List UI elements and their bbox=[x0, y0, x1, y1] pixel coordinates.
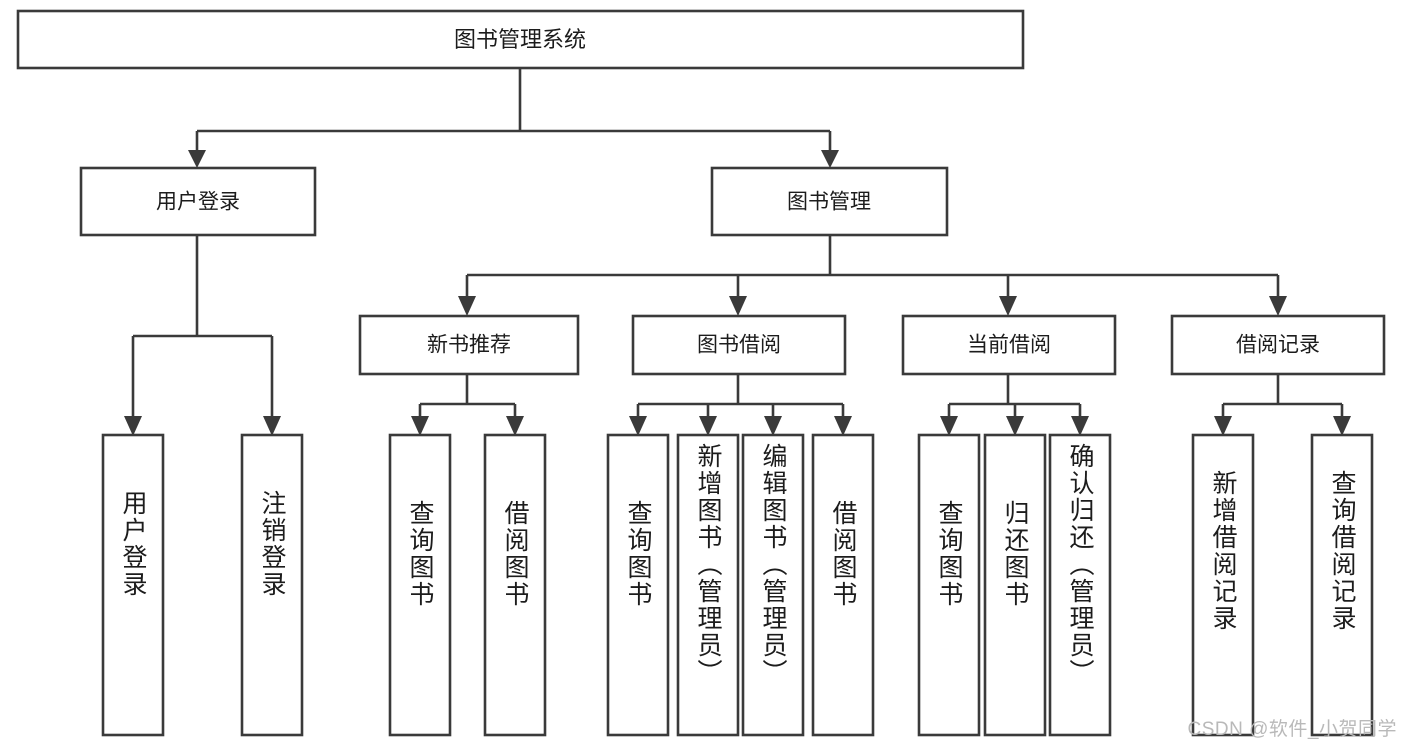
arrowhead-bb-leaf-2 bbox=[699, 416, 717, 436]
leaf-book-borrow-1[interactable] bbox=[676, 433, 740, 737]
leaf-book-borrow-0[interactable] bbox=[606, 433, 670, 737]
node-user-login[interactable] bbox=[79, 166, 317, 237]
arrowhead-cb-leaf-2 bbox=[1006, 416, 1024, 436]
node-book-manage-label: 图书管理 bbox=[787, 191, 871, 214]
arrowhead-borrow-record bbox=[1269, 296, 1287, 316]
arrowhead-book-manage bbox=[821, 150, 839, 168]
edge-group bbox=[124, 68, 1351, 436]
arrowhead-user-login bbox=[188, 150, 206, 168]
leaf-current-borrow-0[interactable] bbox=[917, 433, 981, 737]
node-group: 图书管理系统 用户登录 图书管理 新书推荐 图书借阅 当前借阅 借阅记录 bbox=[16, 9, 1386, 376]
node-root[interactable] bbox=[16, 9, 1025, 70]
arrowhead-cb-leaf-1 bbox=[940, 416, 958, 436]
leaf-book-borrow-2[interactable] bbox=[741, 433, 805, 737]
watermark-text: CSDN @软件_小贺同学 bbox=[1187, 719, 1397, 740]
arrowhead-bb-leaf-3 bbox=[764, 416, 782, 436]
leaf-borrow-record-0[interactable] bbox=[1191, 433, 1255, 737]
arrowhead-bb-leaf-4 bbox=[834, 416, 852, 436]
arrowhead-leaf-logout bbox=[263, 416, 281, 436]
node-borrow-record-label: 借阅记录 bbox=[1236, 334, 1320, 357]
node-current-borrow[interactable] bbox=[901, 314, 1117, 376]
node-book-borrow-label: 图书借阅 bbox=[697, 334, 781, 357]
arrowhead-leaf-user-login bbox=[124, 416, 142, 436]
arrowhead-nb-leaf-2 bbox=[506, 416, 524, 436]
leaf-user-login-0[interactable] bbox=[101, 433, 165, 737]
leaf-borrow-record-1[interactable] bbox=[1310, 433, 1374, 737]
arrowhead-new-book bbox=[458, 296, 476, 316]
leaf-group bbox=[101, 433, 1374, 737]
arrowhead-book-borrow bbox=[729, 296, 747, 316]
leaf-current-borrow-2[interactable] bbox=[1048, 433, 1112, 737]
leaf-current-borrow-1[interactable] bbox=[983, 433, 1047, 737]
arrowhead-br-leaf-1 bbox=[1214, 416, 1232, 436]
node-book-manage[interactable] bbox=[710, 166, 949, 237]
node-current-borrow-label: 当前借阅 bbox=[967, 334, 1051, 357]
leaf-new-book-0[interactable] bbox=[388, 433, 452, 737]
node-root-label: 图书管理系统 bbox=[454, 27, 586, 52]
node-user-login-label: 用户登录 bbox=[156, 191, 240, 214]
arrowhead-bb-leaf-1 bbox=[629, 416, 647, 436]
arrowhead-current-borrow bbox=[999, 296, 1017, 316]
leaf-book-borrow-3[interactable] bbox=[811, 433, 875, 737]
node-book-borrow[interactable] bbox=[631, 314, 847, 376]
node-new-book-recommend[interactable] bbox=[358, 314, 580, 376]
node-borrow-record[interactable] bbox=[1170, 314, 1386, 376]
arrowhead-cb-leaf-3 bbox=[1071, 416, 1089, 436]
leaf-new-book-1[interactable] bbox=[483, 433, 547, 737]
arrowhead-nb-leaf-1 bbox=[411, 416, 429, 436]
arrowhead-br-leaf-2 bbox=[1333, 416, 1351, 436]
node-new-book-recommend-label: 新书推荐 bbox=[427, 334, 511, 357]
leaf-user-login-1[interactable] bbox=[240, 433, 304, 737]
